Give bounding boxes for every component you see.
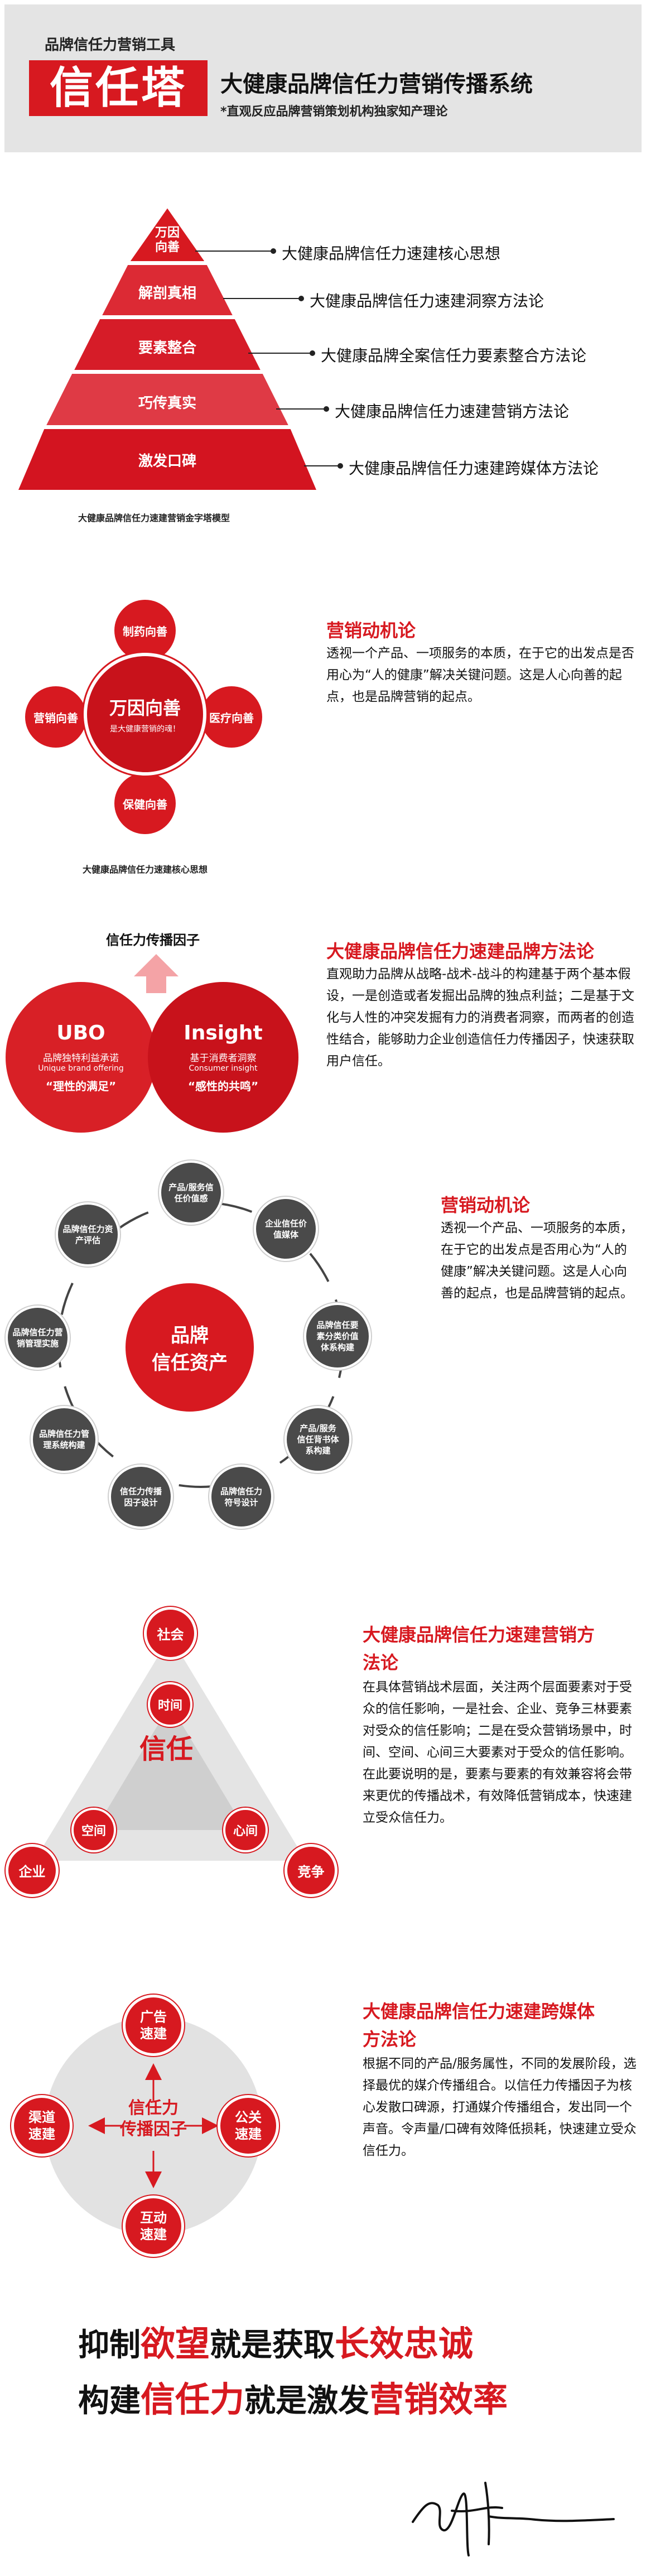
asset-node-6: 信任力传播 因子设计 [109, 1465, 173, 1529]
factor-section-title: 大健康品牌信任力速建品牌方法论 [326, 941, 595, 962]
triangle-body: 在具体营销战术层面，关注两个层面要素对于受众的信任影响，一是社会、企业、竞争三林… [363, 1680, 632, 1825]
media-arrows [88, 2063, 219, 2188]
pyramid-annotation-3: 大健康品牌全案信任力要素整合方法论 [321, 346, 587, 365]
core-right-circle: 医疗向善 [201, 686, 262, 748]
trust-triangle [32, 1634, 308, 1861]
pyramid-annotation-5: 大健康品牌信任力速建跨媒体方法论 [349, 459, 599, 478]
assets-body: 透视一个产品、一项服务的本质，在于它的出发点是否用心为“人的健康”解决关键问题。… [441, 1221, 633, 1301]
core-body: 透视一个产品、一项服务的本质，在于它的出发点是否用心为“人的健康”解决关键问题。… [326, 646, 634, 704]
asset-node-3: 品牌信任要 素分类价值 体系构建 [304, 1303, 371, 1370]
factor-ubo-quote: “理性的满足” [45, 1079, 117, 1093]
core-section-title: 营销动机论 [326, 620, 416, 641]
asset-node-8: 品牌信任力营 销管理实施 [6, 1306, 70, 1370]
factor-body: 直观助力品牌从战略-战术-战斗的构建基于两个基本假设，一是创造或者发掘出品牌的独… [326, 967, 634, 1068]
media-right-circle: 公关 速建 [218, 2095, 279, 2156]
media-top-circle: 广告 速建 [123, 1995, 184, 2056]
factor-ubo-line2: Unique brand offering [38, 1063, 124, 1073]
asset-node-7: 品牌信任力管 理系统构建 [31, 1406, 98, 1473]
pyramid-label-5: 激发口碑 [138, 453, 196, 470]
header-badge: 信任塔 [29, 60, 208, 116]
triangle-section-title: 大健康品牌信任力速建营销方法论 [363, 1624, 595, 1673]
core-center-title: 万因向善 [109, 697, 181, 719]
triangle-center-label: 信任 [139, 1734, 194, 1765]
core-bottom-circle: 保健向善 [114, 773, 176, 834]
media-body: 根据不同的产品/服务属性，不同的发展阶段，选择最优的媒介传播组合。以信任力传播因… [363, 2057, 637, 2158]
factor-ubo-title: UBO [56, 1021, 105, 1044]
core-top-circle: 制药向善 [114, 600, 176, 661]
pyramid-diagram [15, 204, 343, 492]
asset-node-1: 产品/服务信 任价值感 [159, 1161, 223, 1225]
pyramid-annotation-2: 大健康品牌信任力速建洞察方法论 [310, 292, 544, 310]
triangle-left-circle: 企业 [6, 1844, 59, 1897]
pyramid-label-2: 解剖真相 [138, 285, 196, 302]
pyramid-annotation-1: 大健康品牌信任力速建核心思想 [282, 244, 501, 263]
slogan-line-1: 抑制欲望就是获取长效忠诚 [78, 2323, 474, 2364]
media-section-title: 大健康品牌信任力速建跨媒体方法论 [363, 2001, 595, 2050]
pyramid-annotation-4: 大健康品牌信任力速建营销方法论 [335, 402, 570, 421]
triangle-inner-right-circle: 心间 [223, 1808, 268, 1852]
pyramid-label-1: 万因向善 [155, 226, 180, 254]
asset-node-4: 产品/服务 信任背书体 系构建 [285, 1406, 351, 1473]
media-left-circle: 渠道 速建 [11, 2095, 73, 2156]
core-left-circle: 营销向善 [25, 686, 86, 748]
assets-center-circle: 品牌 信任资产 [126, 1283, 254, 1412]
core-center-sub: 是大健康营销的魂！ [110, 725, 180, 734]
pyramid-label-3: 要素整合 [138, 340, 196, 357]
pyramid-label-4: 巧传真实 [138, 395, 196, 412]
asset-node-9: 品牌信任力资 产评估 [56, 1202, 120, 1267]
asset-node-2: 企业信任价 值媒体 [254, 1197, 318, 1261]
up-arrow-icon [134, 954, 179, 993]
pyramid-level-2 [98, 263, 237, 317]
pyramid-level-4 [42, 372, 292, 427]
triangle-inner-top-circle: 时间 [148, 1682, 192, 1727]
factor-insight-title: Insight [184, 1021, 263, 1044]
factor-ubo-line1: 品牌独特利益承诺 [43, 1052, 119, 1064]
assets-center-line2: 信任资产 [152, 1352, 228, 1374]
pyramid-caption: 大健康品牌信任力速建营销金字塔模型 [78, 513, 230, 523]
media-bottom-circle: 互动 速建 [123, 2195, 184, 2257]
factor-insight-line2: Consumer insight [189, 1063, 258, 1073]
factor-label: 信任力传播因子 [106, 932, 200, 948]
header-title: 大健康品牌信任力营销传播系统 [220, 71, 533, 97]
header-subtitle: *直观反应品牌营销策划机构独家知产理论 [220, 105, 448, 119]
core-center-circle: 万因向善 是大健康营销的魂！ [84, 653, 206, 776]
pyramid-level-5 [15, 427, 320, 492]
triangle-top-circle: 社会 [144, 1607, 197, 1660]
factor-insight-quote: “感性的共鸣” [187, 1079, 259, 1093]
signature-image [412, 2482, 615, 2556]
assets-section-title: 营销动机论 [441, 1195, 531, 1216]
header-eyebrow: 品牌信任力营销工具 [45, 37, 176, 54]
pyramid-level-3 [70, 317, 264, 372]
factor-insight-line1: 基于消费者洞察 [190, 1052, 257, 1064]
factor-ubo-circle: UBO 品牌独特利益承诺 Unique brand offering “理性的满… [6, 982, 156, 1133]
triangle-inner-left-circle: 空间 [71, 1808, 116, 1852]
pyramid-level-1 [126, 204, 209, 263]
assets-center-line1: 品牌 [171, 1325, 209, 1347]
slogan-line-2: 构建信任力就是激发营销效率 [78, 2379, 508, 2420]
media-center-label: 信任力传播因子 [120, 2098, 187, 2139]
core-caption: 大健康品牌信任力速建核心思想 [83, 864, 208, 875]
factor-insight-circle: Insight 基于消费者洞察 Consumer insight “感性的共鸣” [148, 982, 298, 1133]
triangle-right-circle: 竞争 [285, 1844, 338, 1897]
asset-node-5: 品牌信任力 符号设计 [209, 1465, 273, 1529]
